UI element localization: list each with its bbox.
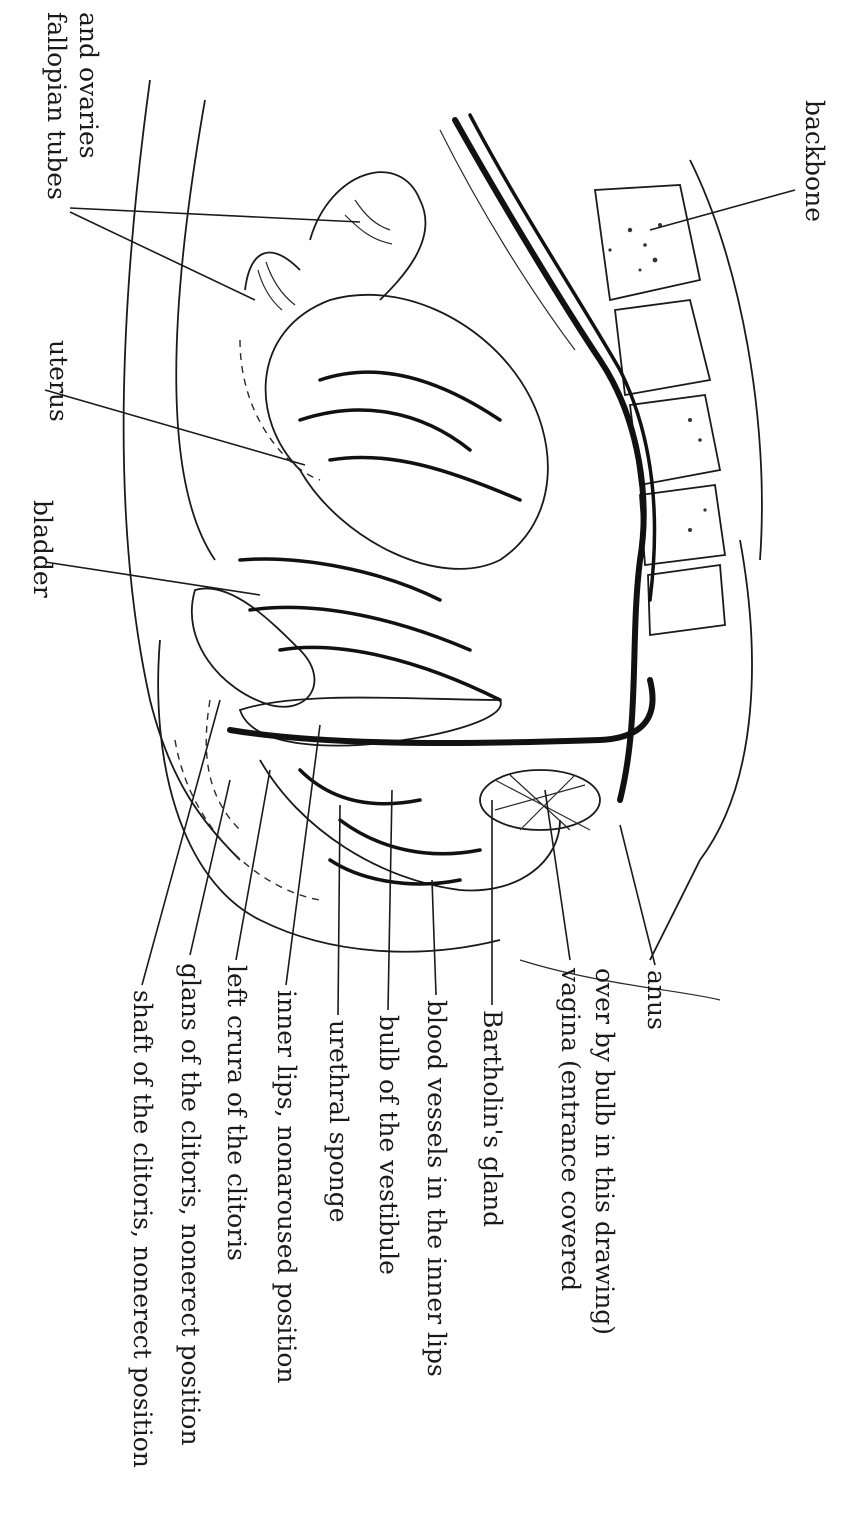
label-inner-lips: inner lips, nonaroused position bbox=[272, 990, 301, 1384]
leader-fallopian-lower bbox=[70, 212, 255, 300]
label-vagina-line1: vagina (entrance covered bbox=[556, 967, 585, 1291]
label-backbone: backbone bbox=[800, 100, 829, 222]
label-blood-vessels: blood vessels in the inner lips bbox=[422, 1000, 451, 1377]
leader-shaft bbox=[142, 700, 220, 985]
backbone-drawing bbox=[595, 185, 725, 635]
leader-fallopian-upper bbox=[70, 208, 360, 222]
label-fallopian-line2: and ovaries bbox=[74, 12, 103, 159]
label-bartholin: Bartholin's gland bbox=[478, 1010, 507, 1227]
leader-blood-vessels bbox=[432, 880, 436, 995]
leader-backbone bbox=[650, 190, 795, 230]
leader-glans bbox=[190, 780, 230, 955]
label-bladder: bladder bbox=[28, 500, 57, 598]
leader-anus bbox=[620, 825, 655, 965]
label-anus: anus bbox=[642, 970, 671, 1030]
label-vagina-line2: over by bulb in this drawing) bbox=[590, 968, 619, 1335]
leader-vagina bbox=[545, 790, 570, 960]
labels: fallopian tubes and ovaries backbone ute… bbox=[28, 12, 829, 1468]
label-shaft: shaft of the clitoris, nonerect position bbox=[128, 990, 157, 1468]
label-urethral-sponge: urethral sponge bbox=[324, 1020, 353, 1223]
leader-crura bbox=[236, 770, 270, 960]
leader-urethral-sponge bbox=[338, 805, 340, 1015]
label-uterus: uterus bbox=[44, 340, 73, 422]
label-glans: glans of the clitoris, nonerect position bbox=[176, 963, 205, 1446]
label-crura: left crura of the clitoris bbox=[222, 965, 251, 1261]
body-outline bbox=[124, 80, 762, 1000]
leader-inner-lips bbox=[286, 725, 320, 985]
uterus-drawing bbox=[240, 172, 548, 569]
leader-bladder bbox=[45, 562, 260, 595]
leader-bulb bbox=[388, 790, 392, 1010]
clitoris-bulb-drawing bbox=[230, 680, 653, 890]
label-bulb: bulb of the vestibule bbox=[374, 1015, 403, 1275]
label-fallopian-line1: fallopian tubes bbox=[42, 12, 71, 200]
leader-lines bbox=[45, 190, 795, 1015]
bladder-drawing bbox=[192, 559, 500, 707]
